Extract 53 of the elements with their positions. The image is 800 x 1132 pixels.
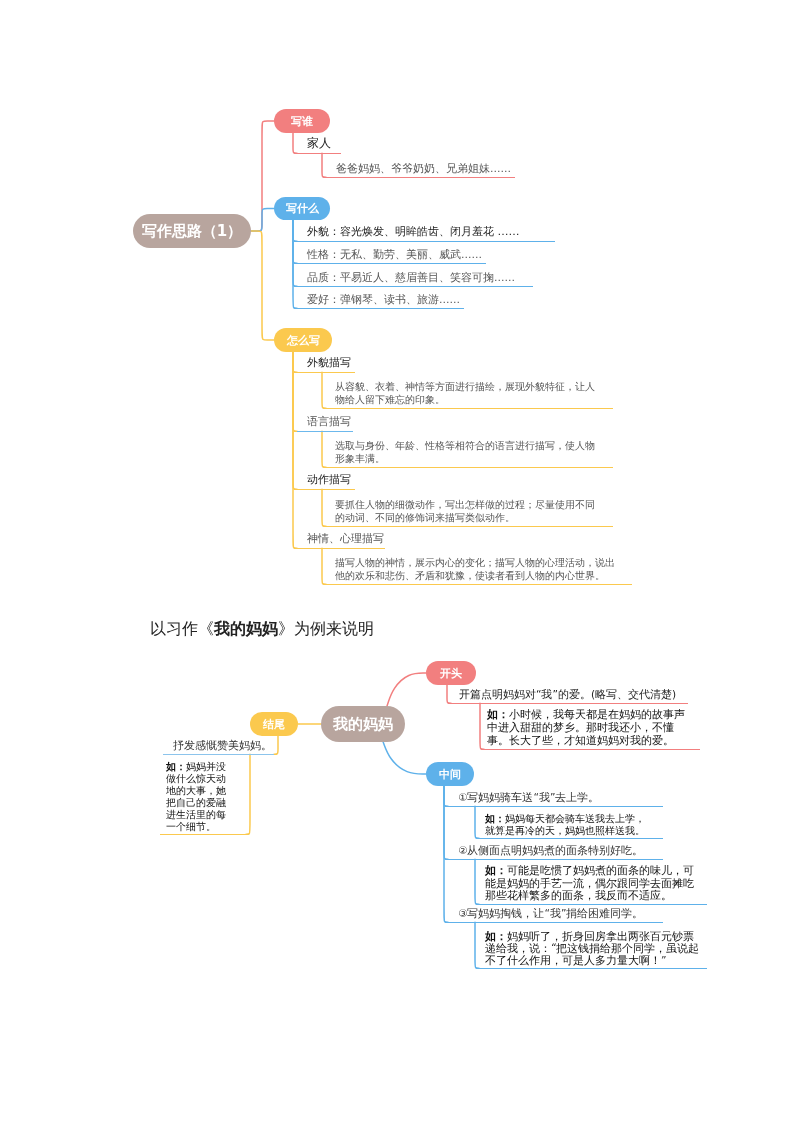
branch-topic: 写什么 <box>274 197 330 220</box>
branch-line <box>386 672 427 707</box>
branch-topic: 开头 <box>426 661 476 685</box>
subtopic-label: 品质：平易近人、慈眉善目、笑容可掬…… <box>297 269 533 287</box>
branch-line <box>382 741 427 775</box>
subtopic-label: ②从侧面点明妈妈煮的面条特别好吃。 <box>448 842 663 860</box>
branch-line <box>474 805 480 840</box>
branch-line <box>297 723 322 725</box>
subtopic-label: 爱好：弹钢琴、读书、旅游…… <box>297 291 464 309</box>
branch-line <box>321 371 327 410</box>
detail-text: 从容貌、衣着、神情等方面进行描绘，展现外貌特征，让人物给人留下难忘的印象。 <box>326 379 613 409</box>
example-text: 如：妈妈听了，折身回房拿出两张百元钞票递给我，说：“把这钱捐给那个同学，虽说起不了什么作用，可是人多力量大啊！” <box>479 929 707 969</box>
branch-line <box>321 547 327 586</box>
branch-line <box>292 219 298 310</box>
example-text: 如：可能是吃惯了妈妈煮的面条的味儿，可能是妈妈的手艺一流，偶尔跟同学去面摊吃那些花样繁多的面条，我反而不适应。 <box>479 863 707 905</box>
branch-line <box>245 753 251 836</box>
branch-line <box>474 921 480 970</box>
branch-topic: 结尾 <box>250 712 298 736</box>
branch-line <box>321 488 327 528</box>
subtopic-label: 神情、心理描写 <box>297 531 385 549</box>
branch-line <box>292 351 298 550</box>
subtopic-label: ①写妈妈骑车送“我”去上学。 <box>448 789 663 807</box>
subtopic-label: 语言描写 <box>297 414 353 432</box>
branch-line <box>443 785 449 924</box>
subtopic-label: 外貌描写 <box>297 355 355 373</box>
heading-text: 以习作《我的妈妈》为例来说明 <box>150 619 374 640</box>
example-text: 如：妈妈并没做什么惊天动地的大事，她把自己的爱融进生活里的每一个细节。 <box>160 759 246 835</box>
branch-line <box>474 858 480 906</box>
detail-text: 描写人物的神情，展示内心的变化；描写人物的心理活动，说出他的欢乐和悲伤、矛盾和犹豫，使读者看到人物的内心世界。 <box>326 555 632 585</box>
branch-topic: 写谁 <box>274 109 330 133</box>
subtopic-label: 性格：无私、勤劳、美丽、威武…… <box>297 246 486 264</box>
branch-topic: 中间 <box>426 762 474 786</box>
example-text: 如：妈妈每天都会骑车送我去上学，就算是再冷的天，妈妈也照样送我。 <box>479 812 663 839</box>
subtopic-label: 动作描写 <box>297 472 355 490</box>
branch-line <box>446 684 452 705</box>
branch-line <box>479 702 485 751</box>
subtopic-label: 爸爸妈妈、爷爷奶奶、兄弟姐妹…… <box>326 160 515 178</box>
subtopic-label: 抒发感慨赞美妈妈。 <box>163 737 274 755</box>
detail-text: 选取与身份、年龄、性格等相符合的语言进行描写，使人物形象丰满。 <box>326 438 613 468</box>
branch-line <box>321 430 327 469</box>
branch-line <box>321 152 327 179</box>
branch-line <box>250 230 275 341</box>
subtopic-label: 家人 <box>297 135 341 154</box>
subtopic-label: 外貌：容光焕发、明眸皓齿、闭月羞花 …… <box>297 224 555 242</box>
branch-line <box>292 132 298 155</box>
branch-line <box>273 735 279 756</box>
detail-text: 要抓住人物的细微动作，写出怎样做的过程；尽量使用不同的动词、不同的修饰词来描写类似动作。 <box>326 497 613 527</box>
central-topic: 我的妈妈 <box>321 706 405 742</box>
subtopic-label: 开篇点明妈妈对“我”的爱。(略写、交代清楚) <box>451 686 688 704</box>
central-topic: 写作思路（1） <box>133 214 251 248</box>
subtopic-label: ③写妈妈掏钱，让“我”捐给困难同学。 <box>448 905 663 923</box>
branch-topic: 怎么写 <box>274 328 332 352</box>
example-text: 如：小时候，我每天都是在妈妈的故事声中进入甜甜的梦乡。那时我还小，不懂事。长大了些，才知道妈妈对我的爱。 <box>484 707 700 750</box>
